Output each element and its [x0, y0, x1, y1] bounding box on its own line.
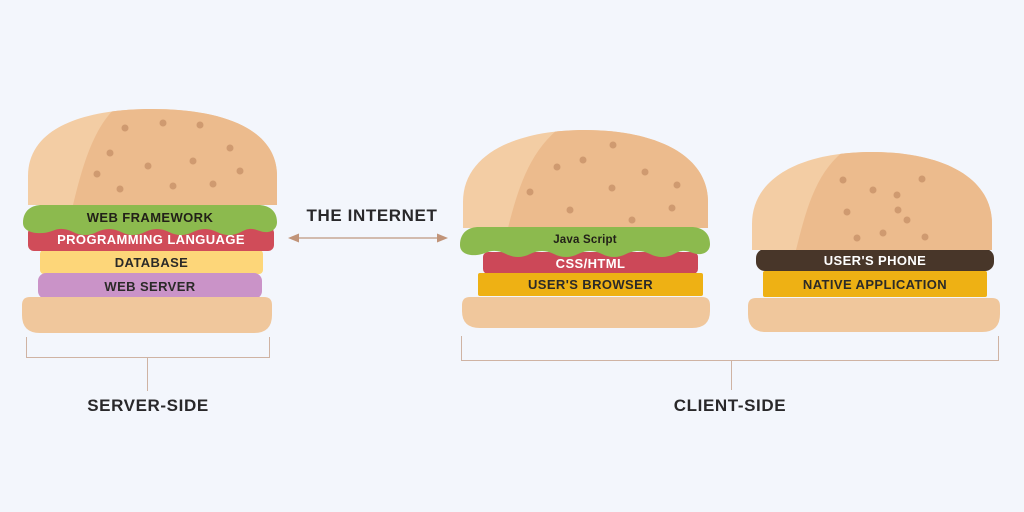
- browser-burger: CSS/HTML USER'S BROWSER Java Script: [452, 130, 718, 330]
- top-bun-shade: [508, 130, 708, 228]
- top-bun: [28, 109, 277, 205]
- layer-native-application: NATIVE APPLICATION: [763, 271, 987, 297]
- bottom-bun: [22, 297, 272, 333]
- layer-web-server: WEB SERVER: [38, 273, 262, 299]
- top-bun: [463, 130, 708, 228]
- server-side-bracket-stem: [147, 357, 148, 391]
- phone-burger: USER'S PHONE NATIVE APPLICATION: [748, 152, 1000, 332]
- layer-users-phone: USER'S PHONE: [756, 249, 994, 271]
- server-side-bracket: [26, 337, 270, 358]
- top-bun-shade: [796, 152, 992, 250]
- server-burger: PROGRAMMING LANGUAGE DATABASE WEB SERVER…: [15, 98, 285, 335]
- sesame-seeds: [526, 141, 681, 224]
- server-side-label: SERVER-SIDE: [87, 396, 209, 415]
- layer-java-script: Java Script: [553, 233, 617, 246]
- internet-label: THE INTERNET: [306, 206, 438, 225]
- bottom-bun: [462, 297, 710, 328]
- client-side-bracket-stem: [731, 360, 732, 390]
- layer-programming-language: PROGRAMMING LANGUAGE: [28, 227, 274, 251]
- client-side-bracket: [461, 336, 999, 361]
- internet-arrow: [288, 233, 448, 243]
- layer-css-html: CSS/HTML: [483, 252, 698, 274]
- phone-burger-graphic: [748, 152, 1000, 332]
- arrow-right-head: [437, 233, 448, 243]
- arrow-left-head: [288, 233, 299, 243]
- bottom-bun: [748, 298, 1000, 332]
- layer-users-browser: USER'S BROWSER: [478, 273, 703, 296]
- sesame-seeds: [93, 119, 244, 193]
- top-bun-shade: [73, 109, 277, 205]
- layer-database: DATABASE: [40, 250, 263, 274]
- client-side-label: CLIENT-SIDE: [673, 396, 787, 415]
- layer-web-framework: WEB FRAMEWORK: [86, 209, 214, 225]
- sesame-seeds: [839, 175, 929, 242]
- top-bun: [752, 152, 992, 250]
